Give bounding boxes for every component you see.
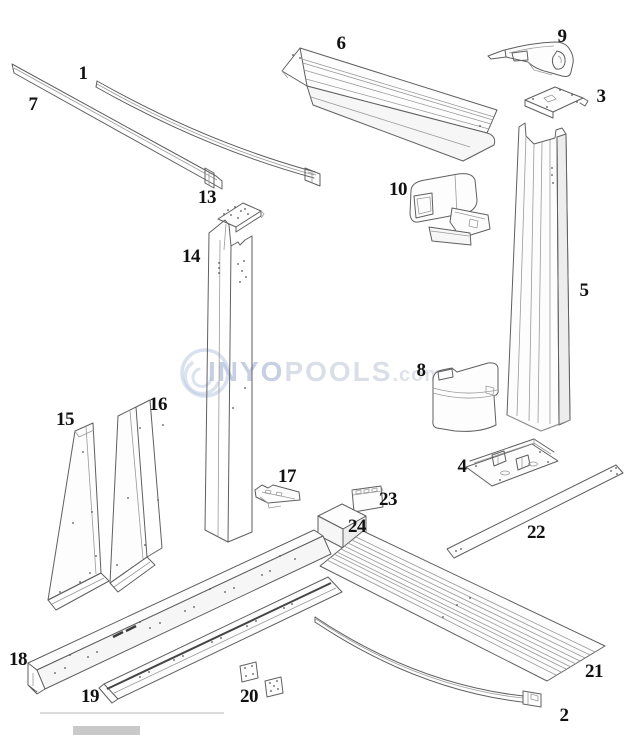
part-label-4: 4 [457,456,468,477]
watermark-domain-suffix: .com [392,364,444,386]
part-19-channel-rail [98,576,343,704]
part-15-brace-left [47,422,110,611]
part-label-20: 20 [240,686,259,707]
part-16-brace-right [109,399,164,593]
part-6-top-ledge [281,47,498,162]
part-18-channel-rail [27,529,332,695]
part-label-10: 10 [389,179,408,200]
part-7-straight-rail [11,63,223,190]
part-13-top-plate [217,202,265,233]
part-8-boot-cover [432,362,499,432]
part-label-16: 16 [149,394,168,415]
part-label-17: 17 [278,466,297,487]
watermark-brand-mid: POOLS [284,356,393,387]
part-label-21: 21 [585,661,604,682]
part-20-joiner-plates [239,661,284,698]
part-22-flat-strap [446,464,624,559]
part-1-curved-rail [95,80,321,187]
part-4-bottom-plate [465,438,559,487]
part-label-3: 3 [596,86,607,107]
part-9-top-cap [487,41,574,77]
inyopools-logo-icon [180,348,230,398]
watermark-brand-prefix: INYO [208,356,285,387]
part-label-22: 22 [527,522,546,543]
part-label-18: 18 [9,649,28,670]
part-17-bracket [254,484,301,509]
part-23-small-plate [351,485,384,513]
part-label-7: 7 [28,94,39,115]
part-label-15: 15 [56,409,75,430]
part-3-top-plate [524,86,589,119]
part-5-upright-post [506,122,571,432]
part-label-23: 23 [379,489,398,510]
part-14-buttress-post [204,219,253,543]
part-21-wall-panel [319,530,606,682]
part-label-2: 2 [559,705,570,726]
part-label-13: 13 [198,187,217,208]
part-label-5: 5 [579,280,590,301]
part-label-6: 6 [336,33,347,54]
part-2-curved-bottom-rail [314,616,542,708]
part-label-8: 8 [416,360,427,381]
part-10-ledge-cover [409,173,491,246]
part-label-9: 9 [557,26,568,47]
part-label-24: 24 [348,516,367,537]
part-24-box [317,503,367,549]
part-label-19: 19 [81,686,100,707]
part-label-14: 14 [182,246,201,267]
part-label-1: 1 [78,63,89,84]
watermark-smudge-bar [73,726,140,735]
watermark-smudge-line [40,712,224,714]
